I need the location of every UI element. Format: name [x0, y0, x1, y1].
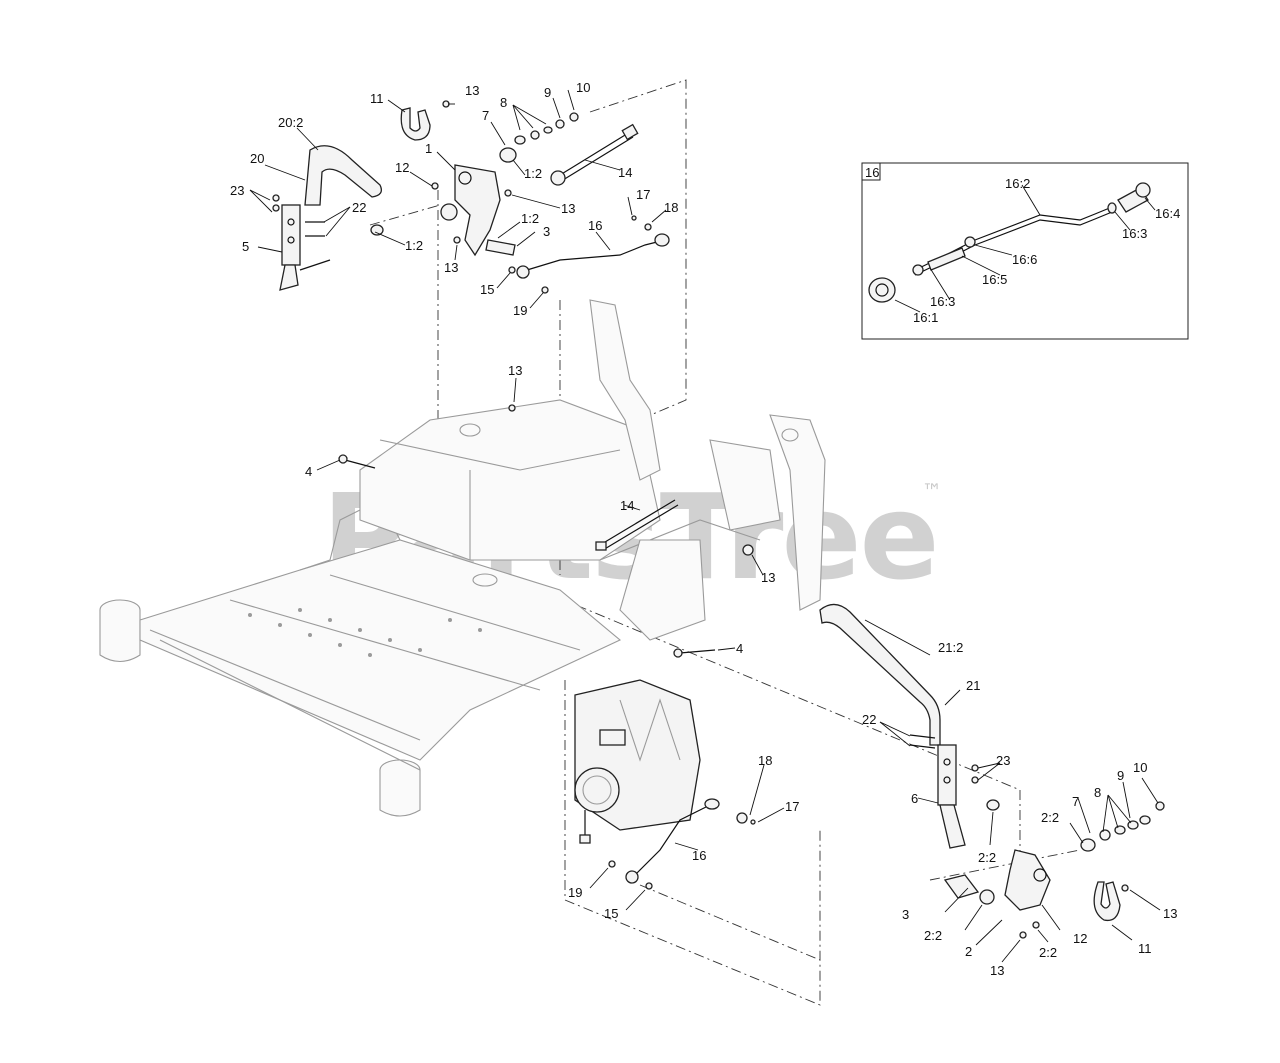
callout-16-2: 16:2: [1005, 176, 1030, 191]
callout-5: 5: [242, 239, 249, 254]
callout-1-2: 1:2: [405, 238, 423, 253]
callout-14: 14: [620, 498, 634, 513]
callout-4: 4: [736, 641, 743, 656]
left-control-assembly: [272, 100, 670, 294]
callout-16-3: 16:3: [1122, 226, 1147, 241]
callout-19: 19: [568, 885, 582, 900]
callout-10: 10: [576, 80, 590, 95]
callout-20-2: 20:2: [278, 115, 303, 130]
callout-13: 13: [444, 260, 458, 275]
callout-23: 23: [230, 183, 244, 198]
callout-7: 7: [1072, 794, 1079, 809]
callout-20: 20: [250, 151, 264, 166]
callout-22: 22: [862, 712, 876, 727]
callout-13: 13: [1163, 906, 1177, 921]
callout-18: 18: [758, 753, 772, 768]
callout-18: 18: [664, 200, 678, 215]
callout-8: 8: [500, 95, 507, 110]
callout-19: 19: [513, 303, 527, 318]
callout-15: 15: [480, 282, 494, 297]
callout-16: 16: [692, 848, 706, 863]
callout-13: 13: [508, 363, 522, 378]
right-control-assembly: [608, 603, 1165, 939]
callout-13: 13: [761, 570, 775, 585]
callout-2-2: 2:2: [924, 928, 942, 943]
callout-15: 15: [604, 906, 618, 921]
callout-12: 12: [1073, 931, 1087, 946]
inset-tag-box: [861, 162, 881, 181]
inset-frame: [861, 162, 1189, 340]
callout-2-2: 2:2: [978, 850, 996, 865]
callout-3: 3: [543, 224, 550, 239]
callout-14: 14: [618, 165, 632, 180]
callout-6: 6: [911, 791, 918, 806]
callout-8: 8: [1094, 785, 1101, 800]
callout-16-4: 16:4: [1155, 206, 1180, 221]
callout-16: 16: [588, 218, 602, 233]
callout-11: 11: [1138, 941, 1152, 956]
callout-16-3: 16:3: [930, 294, 955, 309]
callout-23: 23: [996, 753, 1010, 768]
callout-2-2: 2:2: [1039, 945, 1057, 960]
callout-21: 21: [966, 678, 980, 693]
frame-assembly: [99, 299, 826, 817]
callout-1: 1: [425, 141, 432, 156]
callout-3: 3: [902, 907, 909, 922]
callout-11: 11: [370, 91, 384, 106]
callout-12: 12: [395, 160, 409, 175]
callout-16-5: 16:5: [982, 272, 1007, 287]
callout-2-2: 2:2: [1041, 810, 1059, 825]
callout-2: 2: [965, 944, 972, 959]
callout-9: 9: [544, 85, 551, 100]
callout-17: 17: [785, 799, 799, 814]
callout-21-2: 21:2: [938, 640, 963, 655]
callout-22: 22: [352, 200, 366, 215]
inset-detail-16: 16: [861, 162, 1189, 340]
leader-lines: [249, 89, 1161, 963]
callout-7: 7: [482, 108, 489, 123]
callout-10: 10: [1133, 760, 1147, 775]
watermark-trademark: ™: [922, 479, 942, 503]
center-hardware: [338, 404, 754, 658]
callout-13: 13: [465, 83, 479, 98]
callout-4: 4: [305, 464, 312, 479]
inset-tag: 16: [865, 165, 879, 180]
callout-16-6: 16:6: [1012, 252, 1037, 267]
callout-labels: 11 13 9 10 8 7 20:2 1 20 12 1:2 14 23 17…: [230, 80, 1180, 978]
callout-9: 9: [1117, 768, 1124, 783]
callout-13: 13: [561, 201, 575, 216]
callout-1-2: 1:2: [524, 166, 542, 181]
hydro-pump: [574, 679, 701, 844]
callout-1-2: 1:2: [521, 211, 539, 226]
callout-13: 13: [990, 963, 1004, 978]
callout-16-1: 16:1: [913, 310, 938, 325]
callout-17: 17: [636, 187, 650, 202]
